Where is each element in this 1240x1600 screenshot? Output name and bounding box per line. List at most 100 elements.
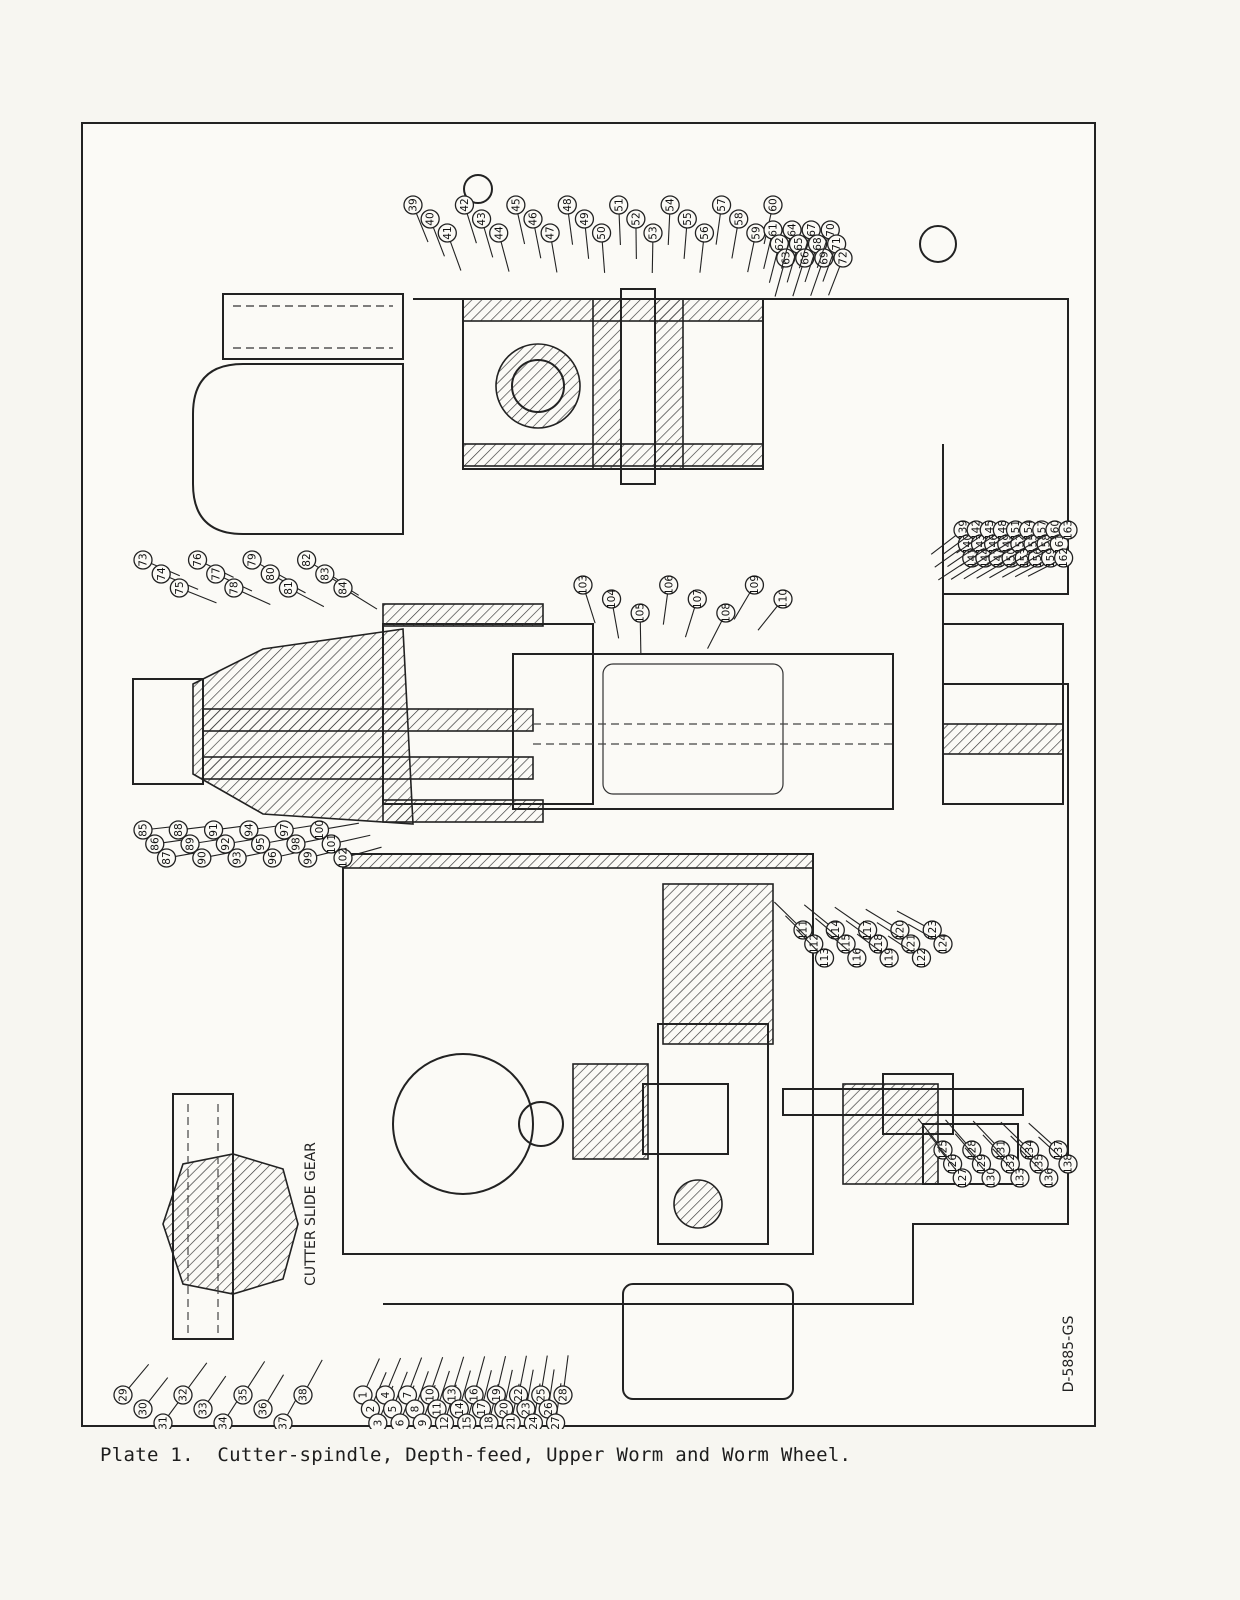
callout-leader: [798, 238, 810, 269]
callout-40: 40: [420, 209, 445, 257]
callout-leader: [1007, 534, 1035, 552]
callout-55: 55: [677, 209, 697, 259]
callout-number: 35: [238, 1388, 250, 1401]
callout-leader: [1038, 1136, 1062, 1159]
callout-leader: [432, 227, 445, 257]
callout-number: 22: [513, 1388, 525, 1401]
callout-number: 129: [976, 1154, 988, 1174]
callout-81: 81: [278, 578, 325, 608]
callout-leader: [1010, 1135, 1034, 1159]
callout-leader: [994, 534, 1022, 552]
callout-37: 37: [273, 1387, 303, 1429]
callout-leader: [267, 1374, 285, 1402]
callout-leader: [927, 1132, 948, 1158]
callout-leader: [731, 227, 738, 259]
callout-leader: [1014, 561, 1043, 578]
callout-127: 127: [936, 1146, 972, 1188]
callout-leader: [699, 241, 704, 273]
callout-23: 23: [516, 1369, 536, 1419]
callout-114: 114: [803, 904, 845, 940]
callout-leader: [773, 901, 797, 925]
callout-100: 100: [309, 820, 359, 840]
callout-number: 40: [425, 212, 437, 225]
callout-number: 25: [535, 1388, 547, 1401]
callout-number: 128: [966, 1140, 978, 1160]
callout-12: 12: [434, 1384, 457, 1429]
callout-163: 163: [1033, 520, 1078, 551]
callout-124: 124: [907, 923, 953, 954]
assembly-drawing: CUTTER SLIDE GEAR D-5885-GS 123456789101…: [113, 174, 1078, 1429]
callout-leader: [449, 241, 462, 271]
callout-number: 87: [161, 851, 173, 864]
callout-number: 61: [768, 223, 780, 236]
callout-number: 84: [338, 581, 350, 595]
callout-number: 16: [469, 1388, 481, 1402]
callout-119: 119: [856, 933, 899, 968]
callout-leader: [964, 1147, 986, 1172]
callout-leader: [601, 241, 606, 273]
callout-leader: [548, 1369, 555, 1401]
callout-leader: [519, 1355, 527, 1387]
callout-number: 119: [884, 948, 896, 968]
callout-leader: [804, 252, 816, 283]
callout-number: 115: [841, 934, 853, 954]
callout-number: 5: [387, 1406, 399, 1413]
callout-leader: [207, 1375, 227, 1402]
callout-leader: [241, 591, 271, 606]
callout-leader: [187, 590, 217, 604]
callout-number: 33: [198, 1402, 210, 1415]
callout-11: 11: [427, 1370, 450, 1419]
callout-leader: [934, 548, 961, 568]
callout-number: 85: [138, 823, 150, 836]
callout-leader: [938, 562, 965, 581]
callout-162: 162: [1027, 548, 1074, 577]
callout-88: 88: [168, 820, 219, 840]
callout-leader: [517, 213, 526, 245]
callout-111: 111: [773, 901, 813, 940]
callout-20: 20: [494, 1369, 514, 1419]
callout-leader: [1011, 547, 1039, 565]
callout-57: 57: [711, 195, 732, 245]
callout-leader: [1020, 534, 1048, 551]
callout-number: 54: [665, 198, 677, 212]
callout-53: 53: [643, 223, 663, 274]
callout-leader: [410, 1357, 423, 1387]
callout-leader: [612, 607, 620, 639]
callout-number: 34: [218, 1416, 230, 1429]
callout-85: 85: [133, 820, 183, 840]
callout-number: 137: [1053, 1140, 1065, 1160]
callout-7: 7: [397, 1357, 423, 1405]
callout-leader: [585, 593, 596, 624]
callout-33: 33: [193, 1375, 227, 1419]
callout-101: 101: [321, 834, 371, 854]
callout-leader: [505, 1369, 513, 1401]
callout-number: 10: [424, 1388, 436, 1401]
callout-number: 14: [454, 1402, 466, 1416]
callout-leader: [567, 213, 574, 245]
callout-leader: [822, 252, 835, 282]
callout-number: 76: [192, 553, 204, 567]
callout-number: 47: [545, 226, 557, 239]
callout-76: 76: [187, 550, 234, 578]
callout-number: 89: [185, 837, 197, 850]
callout-74: 74: [151, 564, 199, 590]
callout-number: 136: [1043, 1168, 1055, 1188]
callout-39: 39: [403, 195, 429, 243]
callout-leader: [351, 846, 382, 857]
callout-leader: [972, 1120, 995, 1144]
callout-number: 109: [749, 575, 761, 595]
callout-number: 94: [243, 823, 255, 837]
callout-leader: [366, 1358, 380, 1388]
callout-54: 54: [660, 195, 680, 245]
callout-number: 18: [484, 1416, 496, 1429]
callout-leader: [584, 227, 590, 259]
callout-56: 56: [694, 223, 715, 273]
callout-leader: [483, 1370, 492, 1401]
callout-number: 81: [283, 581, 295, 594]
callout-leader: [786, 252, 797, 283]
callout-leader: [763, 238, 772, 270]
callout-number: 30: [138, 1402, 150, 1415]
callout-21: 21: [501, 1383, 521, 1429]
callout-number: 122: [916, 948, 928, 968]
callout-leader: [247, 1361, 266, 1388]
